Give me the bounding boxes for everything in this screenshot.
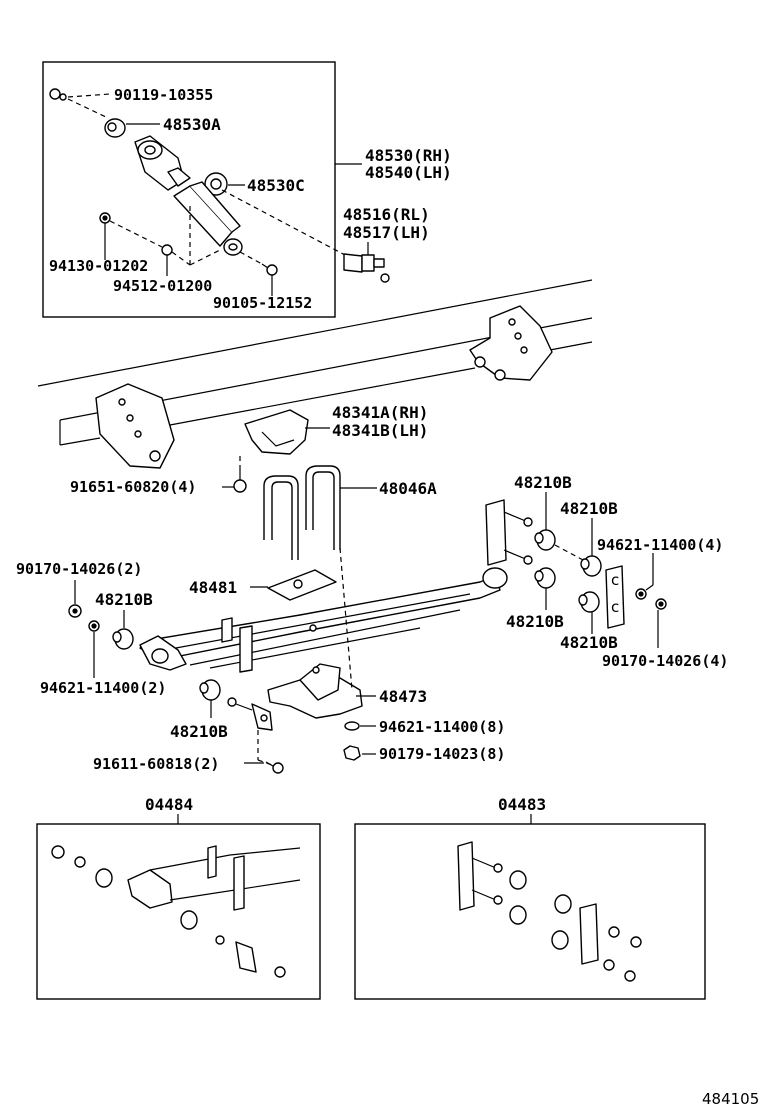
nut-icon <box>99 212 111 224</box>
part-label-48517-lh: 48517(LH) <box>343 223 430 242</box>
part-label-94512-01200: 94512-01200 <box>113 277 212 295</box>
bushing-icon <box>580 555 602 577</box>
bushing-icon <box>534 567 556 589</box>
part-label-48210b-1: 48210B <box>514 473 572 492</box>
part-label-94130-01202: 94130-01202 <box>49 257 148 275</box>
bolt-icon <box>233 470 247 493</box>
part-label-48341a-rh: 48341A(RH) <box>332 403 428 422</box>
part-label-48530a: 48530A <box>163 115 221 134</box>
nut-icon <box>655 598 667 610</box>
kit-label-04484: 04484 <box>145 795 193 814</box>
bushing-icon <box>112 628 134 650</box>
part-label-90179-14023-8: 90179-14023(8) <box>379 745 505 763</box>
part-label-48516-rl: 48516(RL) <box>343 205 430 224</box>
shock-absorber-lower <box>173 181 243 256</box>
part-label-48210b-6: 48210B <box>170 722 228 741</box>
part-label-90119-10355: 90119-10355 <box>114 86 213 104</box>
shock-absorber-inset <box>42 61 346 318</box>
bump-stopper <box>244 409 309 455</box>
part-label-48530-rh: 48530(RH) <box>365 146 452 165</box>
svg-text:c: c <box>611 571 619 589</box>
shackle-plate: c c <box>605 565 625 629</box>
part-label-90170-14026-4: 90170-14026(4) <box>602 652 728 670</box>
washer-icon <box>635 588 647 600</box>
washer-icon <box>88 620 100 632</box>
part-label-94621-11400-4: 94621-11400(4) <box>597 536 723 554</box>
part-label-48530c: 48530C <box>247 176 305 195</box>
bushing-icon <box>104 118 126 138</box>
part-label-48473: 48473 <box>379 687 427 706</box>
washer-icon <box>344 721 360 731</box>
frame-rail <box>37 279 593 469</box>
figure-number: 484105 <box>702 1090 759 1108</box>
bolt-icon <box>49 88 67 101</box>
part-label-94621-11400-8: 94621-11400(8) <box>379 718 505 736</box>
part-label-48540-lh: 48540(LH) <box>365 163 452 182</box>
spring-hanger-front <box>95 383 175 469</box>
part-label-48210b-2: 48210B <box>560 499 618 518</box>
nut-icon <box>68 604 82 618</box>
spring-pad <box>267 569 337 601</box>
shock-absorber-upper <box>134 135 191 191</box>
spring-pin <box>227 697 273 731</box>
part-label-48210b-4: 48210B <box>560 633 618 652</box>
kit-04483-box <box>354 823 706 1000</box>
bushing-icon <box>199 679 221 701</box>
part-label-91651-60820: 91651-60820(4) <box>70 478 196 496</box>
leaf-spring <box>139 567 508 673</box>
shock-mount-stud <box>343 253 390 283</box>
spring-hanger-rear <box>469 305 553 381</box>
nut-icon <box>343 745 361 761</box>
part-label-48210b-5: 48210B <box>95 590 153 609</box>
u-bolt-seat <box>267 663 363 719</box>
washer-icon <box>161 244 173 256</box>
bushing-icon <box>578 591 600 613</box>
bushing-icon <box>534 529 556 551</box>
part-label-48210b-3: 48210B <box>506 612 564 631</box>
bolt-icon <box>265 761 284 774</box>
u-bolt <box>263 465 341 560</box>
kit-04484-box <box>36 823 321 1000</box>
kit-label-04483: 04483 <box>498 795 546 814</box>
part-label-94621-11400-2: 94621-11400(2) <box>40 679 166 697</box>
part-label-48341b-lh: 48341B(LH) <box>332 421 428 440</box>
bushing-icon <box>204 172 228 196</box>
bolt-icon <box>261 263 278 276</box>
part-label-48046a: 48046A <box>379 479 437 498</box>
svg-text:c: c <box>611 598 619 616</box>
part-label-90170-14026-2: 90170-14026(2) <box>16 560 142 578</box>
part-label-91611-60818: 91611-60818(2) <box>93 755 219 773</box>
part-label-48481: 48481 <box>189 578 237 597</box>
shackle-rear <box>485 499 533 566</box>
part-label-90105-12152: 90105-12152 <box>213 294 312 312</box>
